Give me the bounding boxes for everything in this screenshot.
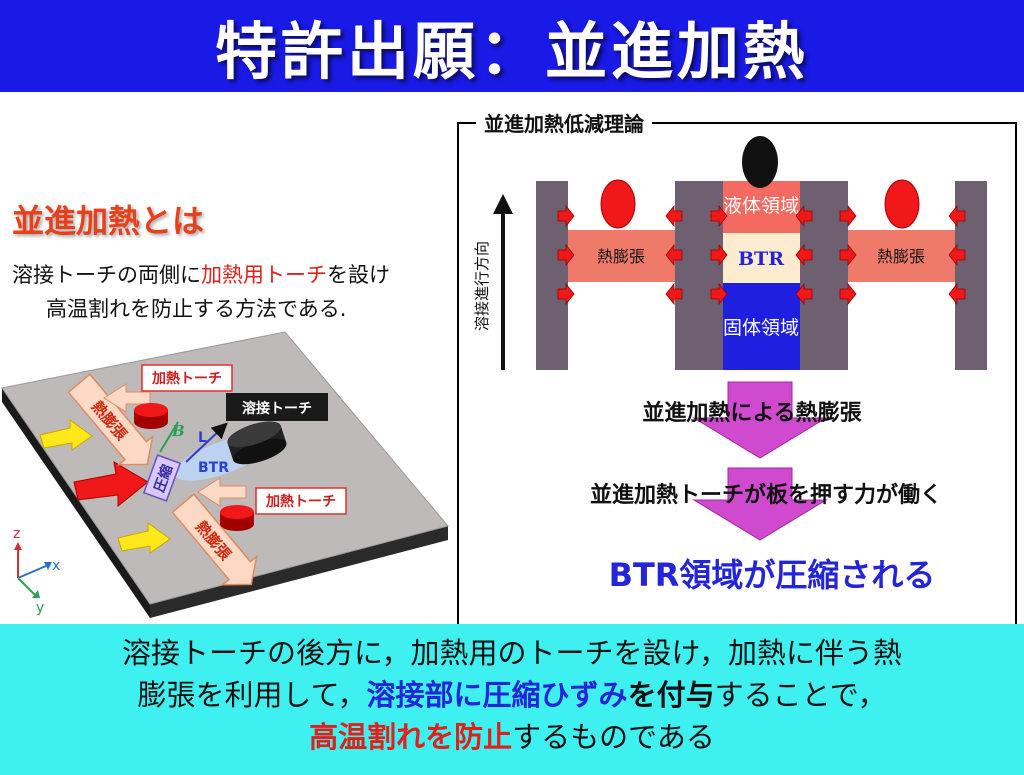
heating-torch-2 <box>220 505 254 531</box>
b-label: B <box>171 422 185 440</box>
theory-diagram: 溶接進行方向 熱膨張 熱膨張 液体領域 BTR 固体領域 <box>473 136 987 594</box>
desc-pre: 溶接トーチの両側に <box>12 263 201 287</box>
expansion-right-label: 熱膨張 <box>877 247 925 266</box>
torch-arrow-1 <box>103 383 151 413</box>
heating-torch-1 <box>134 403 168 429</box>
axis-z-label: z <box>13 526 20 542</box>
theory-title: 並進加熱低減理論 <box>476 108 652 137</box>
heating-torch-box-2 <box>255 487 347 515</box>
expansion-bar-right <box>848 230 955 282</box>
welding-torch-label: 溶接トーチ <box>242 400 312 417</box>
flow-arrow-1 <box>692 381 828 459</box>
expansion-left-label: 熱膨張 <box>597 247 645 266</box>
heating-torch-box-1 <box>141 364 233 392</box>
torch-arrow-2 <box>197 477 247 507</box>
summary-line2-pre: 膨張を利用して， <box>137 678 367 712</box>
heating-torch-label-1: 加熱トーチ <box>151 370 222 387</box>
axis-y-label: y <box>36 600 44 616</box>
direction-label: 溶接進行方向 <box>473 241 491 331</box>
column-4 <box>955 181 987 370</box>
btr-center-label: BTR <box>738 248 784 270</box>
red-arrow <box>73 461 149 508</box>
summary-line3-post: するものである <box>512 720 715 754</box>
step3-label: BTR領域が圧縮される <box>609 556 936 594</box>
axis-x-label: x <box>52 558 60 574</box>
desc-line2: 高温割れを防止する方法である. <box>46 297 347 321</box>
column-3 <box>800 181 848 370</box>
liquid-region <box>723 181 800 233</box>
summary-line2: 膨張を利用して，溶接部に圧縮ひずみを付与することで， <box>0 674 1024 716</box>
left-description: 溶接トーチの両側に加熱用トーチを設け 高温割れを防止する方法である. <box>12 258 452 326</box>
desc-post: を設け <box>327 263 390 287</box>
direction-arrowhead <box>493 194 513 214</box>
column-1 <box>536 181 568 370</box>
summary-box: 溶接トーチの後方に，加熱用のトーチを設け，加熱に伴う熱 膨張を利用して，溶接部に… <box>0 624 1024 775</box>
summary-line2-blue: 溶接部に圧縮ひずみ <box>366 678 628 712</box>
step1-label: 並進加熱による熱膨張 <box>642 400 862 426</box>
yellow-arrow-1 <box>39 419 93 451</box>
summary-line3: 高温割れを防止するものである <box>0 716 1024 758</box>
plate-side <box>2 388 150 618</box>
heating-torch-left <box>600 179 636 229</box>
btr-region <box>723 233 800 283</box>
welding-torch <box>227 421 287 465</box>
summary-line2-post: することで， <box>714 678 887 712</box>
page-title: 特許出願：並進加熱 <box>214 15 809 88</box>
l-label: L <box>198 430 207 446</box>
axes-icon: z x y <box>13 526 60 616</box>
welding-torch-box <box>226 393 328 421</box>
yellow-arrow-2 <box>117 522 171 554</box>
l-dimension <box>185 422 228 463</box>
solid-region-label: 固体領域 <box>723 317 799 339</box>
expansion-bar-left <box>568 230 675 282</box>
column-2 <box>675 181 723 370</box>
heating-torch-label-2: 加熱トーチ <box>265 493 336 510</box>
step2-label: 並進加熱トーチが板を押す力が働く <box>590 482 942 508</box>
btr-label-left: BTR <box>198 460 229 476</box>
desc-highlight: 加熱用トーチ <box>201 263 327 287</box>
solid-region <box>723 283 800 370</box>
plate-diagram: 熱膨張 熱膨張 加熱トーチ 加熱トーチ 溶接トーチ <box>1 331 449 618</box>
summary-line2-mid: を付与 <box>627 678 715 712</box>
welding-torch-top <box>742 136 778 188</box>
left-heading: 並進加熱とは <box>12 202 205 240</box>
summary-line3-red: 高温割れを防止 <box>309 720 513 754</box>
summary-line1: 溶接トーチの後方に，加熱用のトーチを設け，加熱に伴う熱 <box>121 636 903 670</box>
plate-front <box>150 526 448 618</box>
flow-arrow-2 <box>692 467 828 541</box>
b-dimension <box>159 421 179 453</box>
title-bar: 特許出願：並進加熱 <box>0 0 1024 92</box>
liquid-region-label: 液体領域 <box>723 195 799 217</box>
red-arrows <box>557 204 966 306</box>
heating-torch-right <box>884 179 920 229</box>
